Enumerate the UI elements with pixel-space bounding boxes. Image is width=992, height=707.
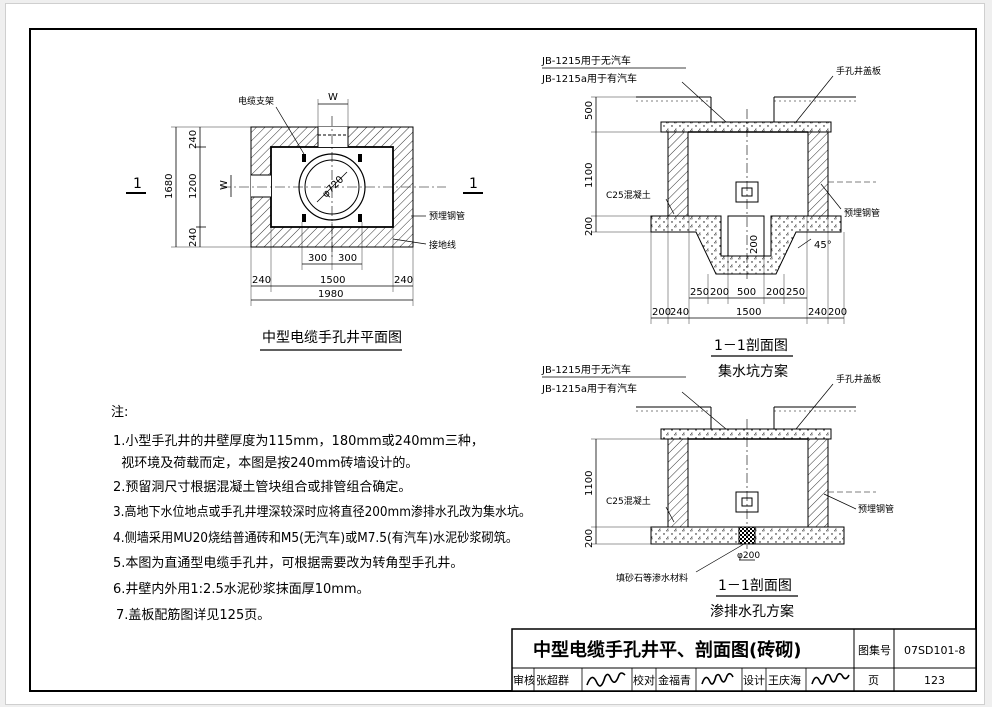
section-a-subcaption: 集水坑方案 xyxy=(718,363,788,380)
notes-heading: 注: xyxy=(111,405,128,420)
section-a-dim-inner-2: 200 xyxy=(710,287,729,298)
title-block: 中型电缆手孔井平、剖面图(砖砌) 图集号 07SD101-8 页 123 审核 … xyxy=(511,628,977,692)
review-label: 审核 xyxy=(513,673,535,687)
plan-dim-v-2: 1200 xyxy=(188,174,199,199)
section-a-cover-jb1: JB-1215用于无汽车 xyxy=(541,54,631,67)
reviewer-signature xyxy=(586,672,626,687)
notes-line-3: 2.预留洞尺寸根据混凝土管块组合或排管组合确定。 xyxy=(113,479,411,495)
plan-dim-w-left: W xyxy=(219,180,230,190)
notes-line-1: 1.小型手孔井的井壁厚度为115mm，180mm或240mm三种， xyxy=(113,433,484,449)
section-a-pipe-label: 预埋钢管 xyxy=(844,207,880,219)
section-b-concrete-label: C25混凝土 xyxy=(606,495,651,507)
notes: 注: 1.小型手孔井的井壁厚度为115mm，180mm或240mm三种， 视环境… xyxy=(111,405,531,623)
section-a-dim-inner-4: 200 xyxy=(766,287,785,298)
section-a-dim-inner-5: 250 xyxy=(786,287,805,298)
atlas-number: 07SD101-8 xyxy=(904,644,965,657)
plan-pipe-label: 预埋钢管 xyxy=(429,210,465,222)
notes-line-7: 6.井壁内外用1:2.5水泥砂浆抹面厚10mm。 xyxy=(113,581,370,597)
section-a-dim-1100: 1100 xyxy=(584,163,595,188)
section-a-cover-jb2: JB-1215a用于有汽车 xyxy=(541,72,637,85)
section-a-cover-label: 手孔井盖板 xyxy=(836,65,881,77)
plan-section-mark-left: 1 xyxy=(133,176,142,192)
checker-name: 金福青 xyxy=(658,673,691,687)
drawing-canvas: 电缆支架 预埋钢管 接地线 1 1 W W φ720 240 1200 240 … xyxy=(29,28,977,692)
section-a-angle: 45° xyxy=(814,240,832,251)
title-main: 中型电缆手孔井平、剖面图(砖砌) xyxy=(533,639,801,661)
plan-dim-v-total: 1680 xyxy=(164,174,175,199)
section-a-dim-500: 500 xyxy=(584,101,595,120)
notes-line-6: 5.本图为直通型电缆手孔井，可根据需要改为转角型手孔井。 xyxy=(113,555,463,571)
plan-dim-h-total: 1980 xyxy=(318,289,343,300)
plan-dim-300-b: 300 xyxy=(338,253,357,264)
design-label: 设计 xyxy=(743,674,765,687)
atlas-label: 图集号 xyxy=(858,643,891,657)
plan-caption: 中型电缆手孔井平面图 xyxy=(262,330,402,346)
section-a-dim-inner-1: 250 xyxy=(690,287,709,298)
reviewer-name: 张超群 xyxy=(536,673,569,687)
section-b-caption: 1－1剖面图 xyxy=(718,578,792,594)
page-label: 页 xyxy=(868,674,879,687)
section-a: JB-1215用于无汽车 JB-1215a用于有汽车 手孔井盖板 C25混凝土 … xyxy=(541,54,881,380)
notes-line-2: 视环境及荷载而定，本图是按240mm砖墙设计的。 xyxy=(113,455,418,471)
plan-dim-h-2: 1500 xyxy=(320,275,345,286)
plan-ground-label: 接地线 xyxy=(429,239,456,251)
section-a-dim-outer-4: 200 xyxy=(828,307,847,318)
plan-dim-300-a: 300 xyxy=(308,253,327,264)
plan-dim-h-1: 240 xyxy=(252,275,271,286)
section-b-dim-drain: φ200 xyxy=(737,551,760,561)
section-a-concrete-label: C25混凝土 xyxy=(606,189,651,201)
section-b-fill-label: 填砂石等渗水材料 xyxy=(616,572,688,584)
section-a-dim-200: 200 xyxy=(584,217,595,236)
checker-signature xyxy=(701,672,734,685)
section-a-dim-outer-center: 1500 xyxy=(736,307,761,318)
plan-bracket-label: 电缆支架 xyxy=(238,95,274,107)
section-b-subcaption: 渗排水孔方案 xyxy=(710,603,794,620)
notes-line-8: 7.盖板配筋图详见125页。 xyxy=(116,607,270,623)
plan-view: 电缆支架 预埋钢管 接地线 1 1 W W φ720 240 1200 240 … xyxy=(126,92,483,351)
section-a-dim-outer-3: 240 xyxy=(808,307,827,318)
section-a-dim-outer-2: 240 xyxy=(670,307,689,318)
section-b: JB-1215用于无汽车 JB-1215a用于有汽车 手孔井盖板 C25混凝土 … xyxy=(541,363,894,620)
plan-dim-v-1: 240 xyxy=(188,130,199,149)
drawing-sheet: 电缆支架 预埋钢管 接地线 1 1 W W φ720 240 1200 240 … xyxy=(5,3,985,705)
notes-line-4: 3.高地下水位地点或手孔井埋深较深时应将直径200mm渗排水孔改为集水坑。 xyxy=(113,504,531,520)
section-b-dim-1100: 1100 xyxy=(584,471,595,496)
plan-dim-v-3: 240 xyxy=(188,228,199,247)
plan-dim-w-top: W xyxy=(328,92,338,103)
check-label: 校对 xyxy=(633,673,655,687)
designer-signature xyxy=(811,672,850,685)
section-b-pipe-label: 预埋钢管 xyxy=(858,503,894,515)
section-a-dim-pit: 200 xyxy=(749,235,760,254)
section-b-dim-200: 200 xyxy=(584,529,595,548)
drawing-frame xyxy=(29,28,977,692)
page-number: 123 xyxy=(924,674,945,687)
section-b-cover-jb1: JB-1215用于无汽车 xyxy=(541,363,631,376)
plan-section-mark-right: 1 xyxy=(469,176,478,192)
section-b-cover-jb2: JB-1215a用于有汽车 xyxy=(541,382,637,395)
designer-name: 王庆海 xyxy=(768,673,801,687)
section-a-caption: 1－1剖面图 xyxy=(714,338,788,354)
section-b-cover-label: 手孔井盖板 xyxy=(836,373,881,385)
section-a-dim-inner-3: 500 xyxy=(737,287,756,298)
section-a-dim-outer-1: 200 xyxy=(652,307,671,318)
plan-dim-h-3: 240 xyxy=(394,275,413,286)
notes-line-5: 4.侧墙采用MU20烧结普通砖和M5(无汽车)或M7.5(有汽车)水泥砂浆砌筑。 xyxy=(113,530,518,546)
